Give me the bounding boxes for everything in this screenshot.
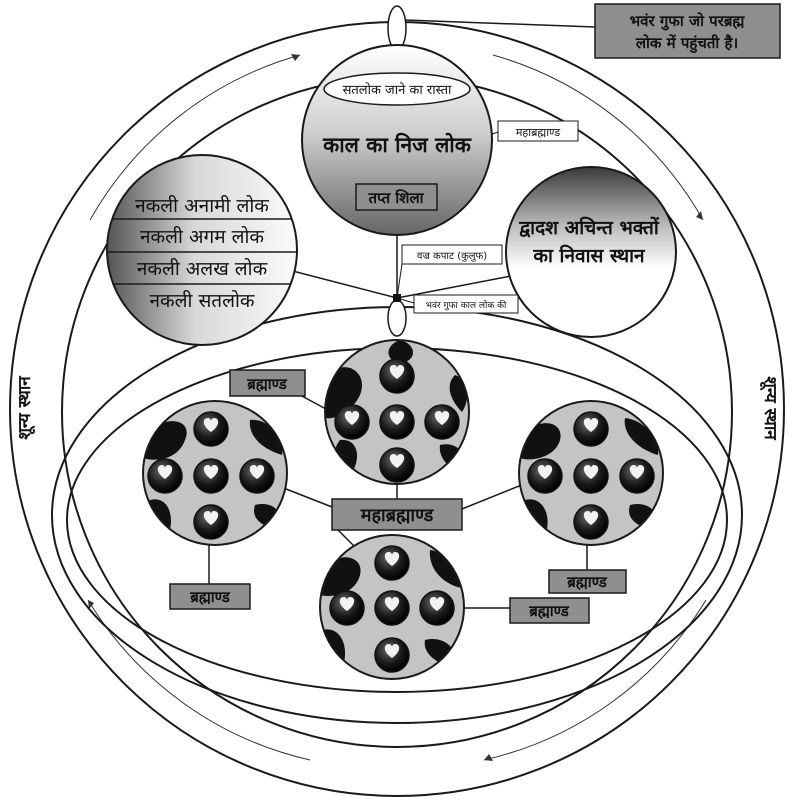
brahmand-highlight bbox=[389, 454, 405, 468]
brahmand-label-top: ब्रह्माण्ड bbox=[246, 375, 288, 393]
kaal-lok-title: काल का निज लोक bbox=[322, 132, 472, 157]
bhanwar-gufa-top bbox=[387, 5, 407, 51]
brahmand-highlight bbox=[629, 465, 645, 479]
brahmand-highlight bbox=[429, 597, 445, 611]
arrow-arc-upper-left bbox=[89, 54, 301, 221]
brahmand-highlight bbox=[384, 597, 400, 611]
brahmand-highlight bbox=[384, 644, 400, 658]
bhanwar-gufa-kaal bbox=[387, 299, 407, 337]
fake-lok-agam: नकली अगम लोक bbox=[140, 225, 264, 248]
brahmand-highlight bbox=[157, 465, 173, 479]
fake-lok-alakh: नकली अलख लोक bbox=[137, 257, 268, 280]
arrow-head bbox=[484, 754, 493, 761]
maha-brahmand-tag-label: महाब्रह्माण्ड bbox=[516, 126, 560, 139]
brahmand-box-left bbox=[169, 583, 251, 610]
brahmand-highlight bbox=[344, 411, 360, 425]
connector-line bbox=[280, 267, 398, 299]
fake-lok-anami: नकली अनामी लोक bbox=[135, 194, 269, 217]
brahmand-highlight bbox=[249, 465, 265, 479]
center-maha-brahmand-label: महाब्रह्माण्ड bbox=[360, 505, 435, 526]
brahmand-label-right: ब्रह्माण्ड bbox=[566, 573, 608, 591]
satlok-path-label: सतलोक जाने का रास्ता bbox=[343, 82, 452, 98]
maha-brahmand-tag bbox=[497, 120, 579, 142]
brahmand-label-left: ब्रह्माण्ड bbox=[189, 588, 231, 606]
brahmand-label-bottom: ब्रह्माण्ड bbox=[528, 602, 570, 620]
brahmand-highlight bbox=[203, 511, 219, 525]
shunya-sthan-left: शून्य स्थान bbox=[15, 376, 36, 440]
bhanwar-gufa-kaal-box bbox=[413, 294, 519, 314]
top-note-box bbox=[594, 3, 781, 59]
dwadash-line1: द्वादश अचिन्त भक्तों bbox=[518, 216, 660, 239]
brahmand-highlight bbox=[389, 411, 405, 425]
tapt-shila-label: तप्त शिला bbox=[367, 189, 424, 207]
arrow-head bbox=[88, 600, 94, 609]
top-note-line2: लोक में पहुंचती है। bbox=[635, 34, 738, 54]
fake-lok-satlok: नकली सतलोक bbox=[149, 289, 254, 312]
top-note-line1: भवंर गुफा जो परब्रह्म bbox=[630, 12, 746, 31]
shunya-sthan-right: शून्य स्थान bbox=[759, 376, 780, 440]
brahmand-highlight bbox=[537, 465, 553, 479]
connector-line bbox=[396, 263, 403, 299]
vajra-kapat-lock bbox=[393, 294, 401, 302]
brahmand-box-top bbox=[229, 369, 306, 397]
satlok-path-oval bbox=[323, 72, 471, 106]
brahmand-box-bottom bbox=[509, 597, 590, 624]
brahmand-box-right bbox=[548, 569, 627, 594]
brahmand-highlight bbox=[583, 418, 599, 432]
brahmand-highlight bbox=[339, 597, 355, 611]
arrow-head bbox=[291, 54, 300, 61]
fake-loks-sphere bbox=[106, 154, 298, 346]
arrow-head bbox=[696, 211, 703, 220]
brahmand-highlight bbox=[583, 465, 599, 479]
fake-loks-fill bbox=[107, 155, 297, 345]
brahmand-balls bbox=[147, 358, 655, 673]
brahmand-highlight bbox=[384, 552, 400, 566]
brahmand-highlight bbox=[203, 418, 219, 432]
connector-line bbox=[461, 481, 530, 510]
connector-line bbox=[396, 275, 512, 299]
dwadash-line2: का निवास स्थान bbox=[532, 244, 646, 267]
brahmand-highlight bbox=[434, 411, 450, 425]
center-maha-brahmand-box bbox=[331, 498, 463, 531]
bhanwar-gufa-kaal-label: भवंर गुफा काल लोक की bbox=[426, 299, 507, 311]
connector-line bbox=[280, 486, 333, 508]
arrow-arc-upper-right bbox=[492, 54, 704, 221]
vajra-kapat-box bbox=[401, 244, 503, 265]
brahmand-highlight bbox=[203, 465, 219, 479]
brahmand-highlight bbox=[389, 365, 405, 379]
brahmand-highlight bbox=[583, 511, 599, 525]
tapt-shila-box bbox=[355, 183, 438, 211]
dwadash-sphere bbox=[505, 166, 677, 338]
connector-line bbox=[404, 19, 596, 28]
vajra-kapat-label: वज्र कपाट (कुलुफ) bbox=[417, 251, 487, 262]
